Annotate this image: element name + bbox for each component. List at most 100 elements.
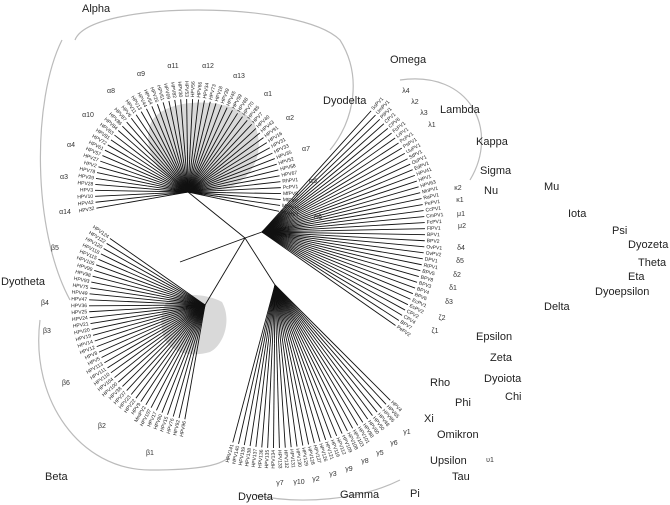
leaf-label: PcPV1 xyxy=(283,184,299,191)
leaf-label: BPV4 xyxy=(416,286,430,296)
leaf-label: HPV75 xyxy=(72,283,89,291)
branch-right-leaf xyxy=(313,114,376,180)
branch-gamma-leaf xyxy=(309,348,354,429)
branch-beta-internal xyxy=(153,304,206,317)
leaf-label: HPV51 xyxy=(155,84,165,101)
clade-xi: Xi xyxy=(424,413,434,425)
branch-right-leaf xyxy=(314,204,423,224)
leaf-label: CPV4 xyxy=(402,314,416,326)
leaf-labels: HPV32HPV42HPV10HPV3HPV28HPV29HPV78HPV2HP… xyxy=(71,81,444,469)
branch-alpha-leaf xyxy=(122,125,162,166)
branch-alpha-leaf xyxy=(96,172,159,187)
leaf-label: HPV80 xyxy=(153,413,165,430)
leaf-label: HPV47 xyxy=(71,296,87,303)
branch-right-leaf xyxy=(332,192,421,215)
branch-right-leaf xyxy=(315,263,403,316)
leaf-label: HPV127 xyxy=(312,444,322,464)
branch-gamma-leaf xyxy=(318,328,391,401)
branch-alpha-leaf xyxy=(110,139,153,169)
branch-alpha-leaf xyxy=(117,130,167,174)
tree-branches xyxy=(88,99,425,448)
branch-gamma-internal xyxy=(261,284,276,336)
leaf-label: HPV78 xyxy=(79,166,96,175)
leaf-label: HPV39 xyxy=(220,87,231,104)
clade-dyoiota: Dyoiota xyxy=(484,373,522,385)
species-d3: δ3 xyxy=(445,299,453,306)
branch-gamma-leaf xyxy=(281,356,292,448)
species-g3: γ3 xyxy=(329,471,337,478)
branch-beta-leaf xyxy=(145,338,186,406)
species-a7: α7 xyxy=(302,146,310,153)
branch-gamma-leaf xyxy=(315,343,369,420)
leaf-label: HPV28 xyxy=(77,180,93,187)
branch-alpha-leaf xyxy=(221,169,279,185)
branch-gamma-leaf xyxy=(288,332,321,442)
leaf-label: HPV34 xyxy=(202,82,211,99)
clade-eta: Eta xyxy=(628,271,645,283)
species-l1: λ1 xyxy=(428,122,436,129)
leaf-label: MfPV8 xyxy=(283,191,298,197)
leaf-label: BPV5 xyxy=(422,269,436,278)
branch-right-leaf xyxy=(305,255,406,311)
branch-alpha-leaf xyxy=(151,106,178,166)
leaf-label: HPV140 xyxy=(231,445,241,465)
leaf-label: HPV139 xyxy=(238,446,247,466)
branch-beta-leaf xyxy=(110,332,167,374)
leaf-label: HPV133 xyxy=(276,450,283,469)
branch-right-leaf xyxy=(314,252,414,295)
leaf-label: RaPV1 xyxy=(423,192,440,201)
branch-right-leaf xyxy=(332,210,424,224)
branch-alpha-leaf xyxy=(226,192,281,195)
leaf-label: HPV35 xyxy=(276,150,293,161)
branch-alpha-leaf xyxy=(180,99,186,155)
species-d2: δ2 xyxy=(453,272,461,279)
branch-beta-leaf xyxy=(92,275,170,297)
branch-beta-leaf xyxy=(178,356,194,419)
branch-right-leaf xyxy=(328,261,411,300)
clade-pi: Pi xyxy=(410,488,420,500)
leaf-label: OvPV1 xyxy=(426,244,443,251)
species-g8: γ8 xyxy=(361,458,369,465)
branch-alpha-leaf xyxy=(215,147,271,178)
clade-zeta: Zeta xyxy=(490,352,513,364)
clade-kappa: Kappa xyxy=(476,136,509,148)
leaf-label: StPV1 xyxy=(408,149,424,161)
leaf-label: CmPV1 xyxy=(426,212,444,220)
leaf-label: HPV18 xyxy=(214,85,225,102)
branch-right-leaf xyxy=(305,137,396,202)
leaf-label: HPV128 xyxy=(306,446,316,466)
branch-right-leaf xyxy=(315,198,422,222)
leaf-label: HPV98 xyxy=(75,269,92,279)
branch-beta-leaf xyxy=(109,238,172,282)
branch-right-leaf xyxy=(309,264,396,326)
branch-right-leaf xyxy=(306,158,408,210)
leaf-label: CcPV1 xyxy=(425,206,441,214)
branch-right-leaf xyxy=(323,271,400,321)
species-b4: β4 xyxy=(41,300,49,307)
branch-alpha-leaf xyxy=(156,104,178,161)
branch-beta-leaf xyxy=(98,258,163,288)
leaf-label: OvPV2 xyxy=(425,250,442,258)
leaf-label: HPV63 xyxy=(420,179,437,189)
clade-delta: Delta xyxy=(544,301,571,313)
branch-gamma-leaf xyxy=(275,335,280,448)
branch-alpha-internal xyxy=(187,158,216,193)
branch-right-leaf xyxy=(318,174,415,212)
branch-alpha-leaf xyxy=(223,158,275,179)
species-a8: α8 xyxy=(107,88,115,95)
branch-right-leaf xyxy=(323,147,402,196)
leaf-label: CPV2 xyxy=(405,309,420,321)
clade-dyozeta: Dyozeta xyxy=(628,239,669,251)
branch-gamma-leaf xyxy=(273,343,275,448)
branch-alpha-leaf xyxy=(95,193,155,197)
branch-beta-leaf xyxy=(92,315,165,336)
leaf-label: HPV53 xyxy=(183,81,189,97)
branch-right-internal xyxy=(261,231,337,234)
branch-beta-internal xyxy=(170,280,206,306)
species-b5: β5 xyxy=(51,245,59,252)
branch-beta-leaf xyxy=(126,336,177,391)
clade-rho: Rho xyxy=(430,377,450,389)
branch-beta-leaf xyxy=(135,343,177,399)
branch-right-leaf xyxy=(311,236,425,248)
leaf-label: HPV58 xyxy=(280,163,297,173)
